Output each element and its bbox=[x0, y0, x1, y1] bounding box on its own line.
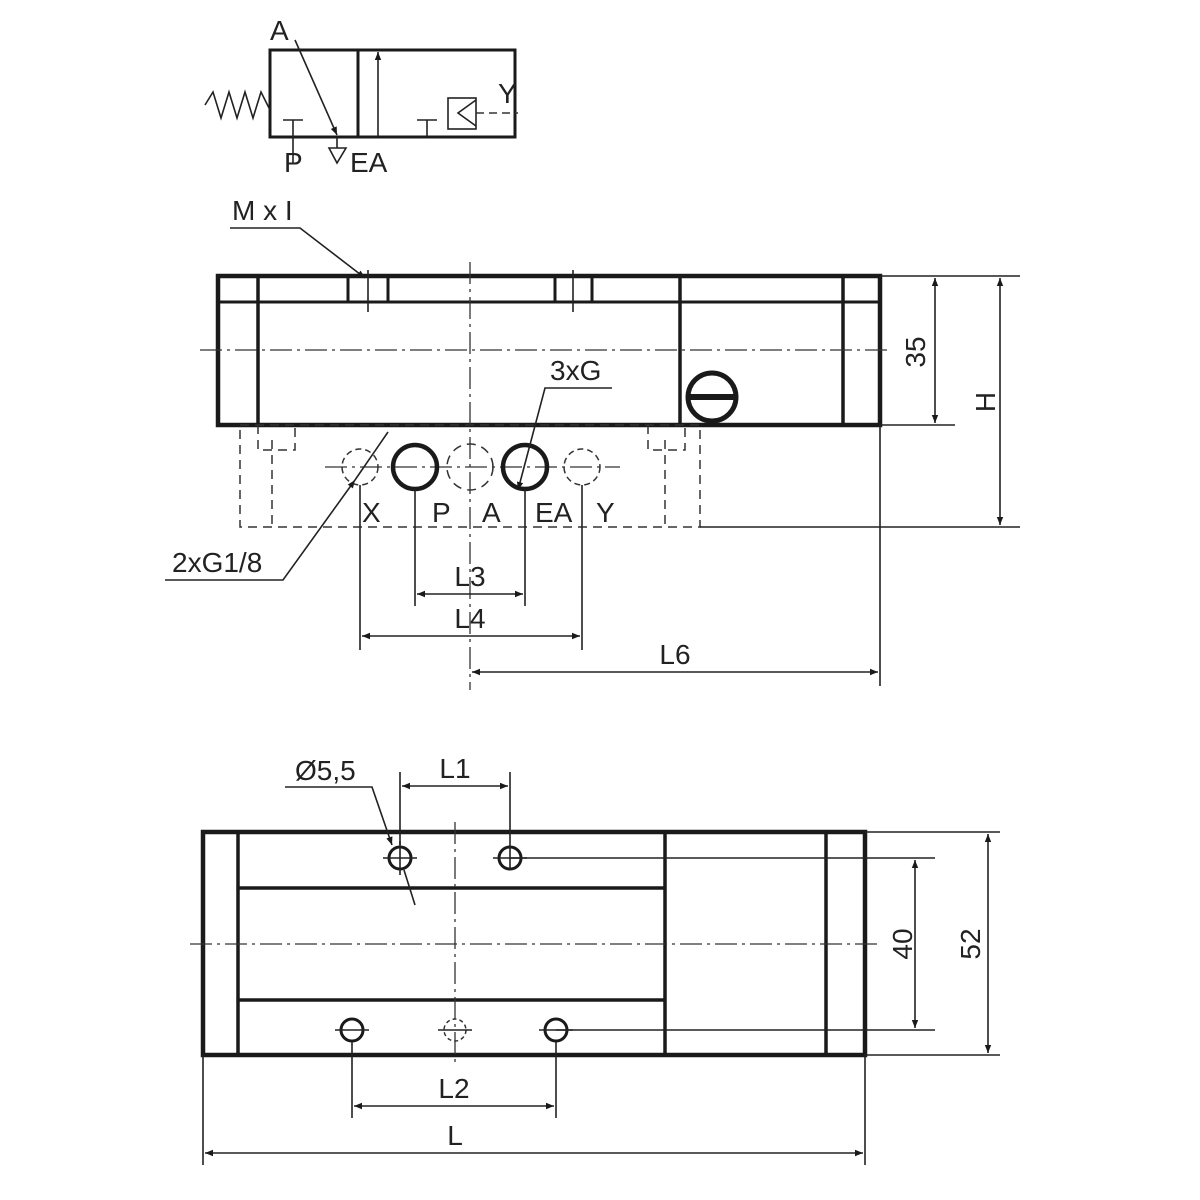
thread-label: M x I bbox=[232, 195, 293, 226]
port-label-y: Y bbox=[498, 78, 517, 109]
dim-52: 52 bbox=[955, 928, 986, 959]
top-view: 40 52 L1 L2 L Ø5,5 bbox=[190, 753, 1000, 1165]
side-view: X P A EA Y M x I 3xG 2xG1/8 35 H L3 L4 L… bbox=[165, 195, 1020, 690]
dim-h: H bbox=[970, 392, 1001, 412]
spring-icon bbox=[204, 89, 271, 121]
dim-40: 40 bbox=[887, 928, 918, 959]
valve-symbol: A P EA Y bbox=[204, 15, 518, 178]
port-label-ea: EA bbox=[350, 147, 388, 178]
dim-35: 35 bbox=[900, 336, 931, 367]
hole-diameter-label: Ø5,5 bbox=[295, 755, 356, 786]
dim-l6: L6 bbox=[659, 639, 690, 670]
exhaust-icon bbox=[327, 137, 348, 165]
dim-l3: L3 bbox=[454, 561, 485, 592]
dim-l: L bbox=[447, 1120, 463, 1151]
dim-l1: L1 bbox=[439, 753, 470, 784]
port-ea-label: EA bbox=[535, 497, 573, 528]
dim-l4: L4 bbox=[454, 603, 485, 634]
dim-l2: L2 bbox=[438, 1073, 469, 1104]
ports-label: 3xG bbox=[550, 355, 601, 386]
port-a-label: A bbox=[482, 497, 501, 528]
port-x-label: X bbox=[362, 497, 381, 528]
port-p-label: P bbox=[432, 497, 451, 528]
port-label-p: P bbox=[284, 147, 303, 178]
port-y-label: Y bbox=[596, 497, 615, 528]
pilot-ports-label: 2xG1/8 bbox=[172, 547, 262, 578]
screw-icon bbox=[685, 370, 739, 424]
port-label-a: A bbox=[270, 15, 289, 46]
